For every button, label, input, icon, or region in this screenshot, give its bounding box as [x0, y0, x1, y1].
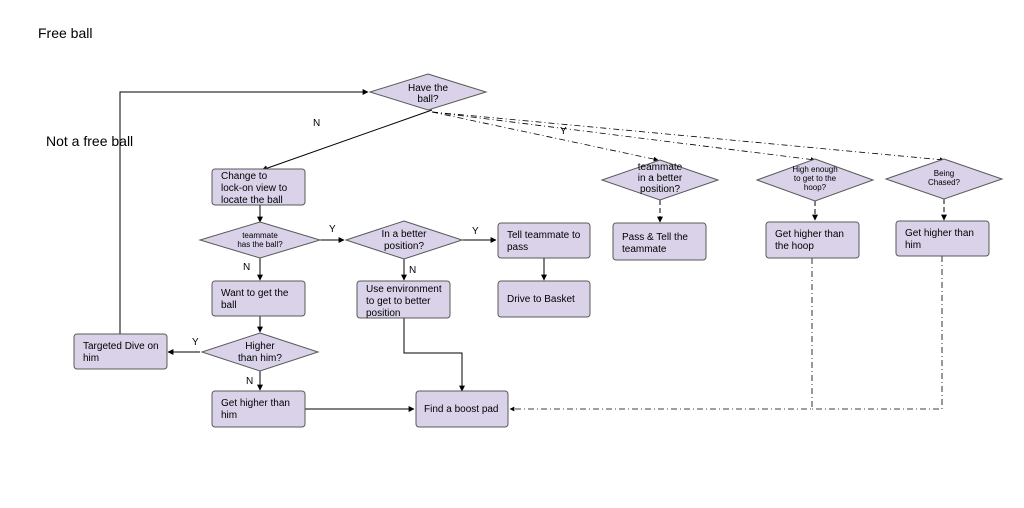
node-get-higher-left: Get higher than him — [211, 390, 306, 428]
node-change-view: Change to lock-on view to locate the bal… — [211, 168, 306, 206]
edge-have-ball-no — [261, 109, 433, 172]
node-use-environment: Use environment to get to better positio… — [356, 280, 451, 319]
svg-text:him: him — [221, 410, 237, 421]
node-boost-pad: Find a boost pad — [415, 390, 509, 428]
edge-env-boost — [403, 318, 465, 392]
edge-have-ball-high-enough — [431, 111, 816, 162]
svg-text:ball: ball — [221, 300, 237, 311]
svg-text:Get higher than: Get higher than — [221, 398, 290, 409]
svg-text:locate the ball: locate the ball — [221, 195, 283, 206]
edge-have-ball-teammate-better — [431, 111, 659, 162]
edge-have-ball-being-chased — [431, 111, 945, 162]
node-pass-tell: Pass & Tell the teammate — [612, 222, 707, 261]
svg-text:in a better: in a better — [638, 173, 683, 184]
svg-text:than him?: than him? — [238, 353, 282, 364]
node-high-enough: High enough to get to the hoop? — [755, 158, 875, 202]
svg-text:Pass & Tell the: Pass & Tell the — [622, 232, 688, 243]
svg-text:him: him — [83, 353, 99, 364]
node-drive-basket: Drive to Basket — [497, 280, 591, 318]
svg-text:Drive to Basket: Drive to Basket — [507, 294, 575, 305]
label-higher-yes: Y — [192, 337, 199, 348]
node-get-higher-right: Get higher than him — [895, 220, 990, 257]
svg-text:Tell teammate to: Tell teammate to — [507, 230, 581, 241]
svg-text:ball?: ball? — [417, 94, 439, 105]
svg-text:teammate: teammate — [242, 231, 278, 240]
svg-text:to get to the: to get to the — [794, 174, 837, 183]
svg-text:lock-on view to: lock-on view to — [221, 183, 288, 194]
edge-dive-loop — [119, 89, 369, 334]
svg-text:Higher: Higher — [245, 341, 275, 352]
node-tell-teammate: Tell teammate to pass — [497, 222, 591, 259]
edge-hoop-boost — [509, 258, 813, 412]
svg-text:In a better: In a better — [381, 229, 427, 240]
label-teammate-yes: Y — [329, 224, 336, 235]
node-higher-than-him: Higher than him? — [200, 332, 320, 372]
svg-text:High enough: High enough — [792, 165, 837, 174]
svg-text:the hoop: the hoop — [775, 241, 814, 252]
label-have-ball-yes: Y — [560, 126, 567, 137]
label-better-yes: Y — [472, 226, 479, 237]
svg-text:him: him — [905, 240, 921, 251]
node-targeted-dive: Targeted Dive on him — [73, 333, 168, 370]
heading-free-ball: Free ball — [38, 25, 92, 41]
edge-right-higher-boost — [812, 256, 943, 410]
node-have-ball: Have the ball? — [368, 73, 488, 111]
node-teammate-better: teammate in a better position? — [600, 159, 720, 201]
svg-text:Chased?: Chased? — [928, 178, 961, 187]
svg-text:Want to get the: Want to get the — [221, 288, 289, 299]
label-have-ball-no: N — [313, 118, 320, 129]
svg-text:Have the: Have the — [408, 83, 448, 94]
svg-text:Targeted Dive on: Targeted Dive on — [83, 341, 159, 352]
svg-text:position?: position? — [384, 241, 424, 252]
svg-text:position?: position? — [640, 184, 680, 195]
svg-text:Find a boost pad: Find a boost pad — [424, 404, 499, 415]
node-get-higher-hoop: Get higher than the hoop — [765, 221, 860, 259]
svg-text:to get to better: to get to better — [366, 296, 431, 307]
svg-text:hoop?: hoop? — [804, 183, 827, 192]
label-teammate-no: N — [243, 262, 250, 273]
heading-not-free-ball: Not a free ball — [46, 133, 133, 149]
svg-text:teammate: teammate — [622, 244, 667, 255]
svg-text:position: position — [366, 308, 400, 319]
svg-text:Use environment: Use environment — [366, 284, 442, 295]
svg-text:Get higher than: Get higher than — [775, 229, 844, 240]
label-better-no: N — [409, 265, 416, 276]
node-being-chased: Being Chased? — [884, 158, 1004, 200]
node-want-ball: Want to get the ball — [211, 280, 306, 317]
svg-text:teammate: teammate — [638, 162, 683, 173]
node-teammate-has-ball: teammate has the ball? — [198, 221, 322, 259]
svg-text:has the ball?: has the ball? — [237, 240, 283, 249]
node-better-position: In a better position? — [344, 220, 464, 260]
svg-text:Being: Being — [934, 169, 954, 178]
label-higher-no: N — [246, 376, 253, 387]
svg-text:pass: pass — [507, 242, 528, 253]
svg-text:Change to: Change to — [221, 171, 268, 182]
svg-text:Get higher than: Get higher than — [905, 228, 974, 239]
